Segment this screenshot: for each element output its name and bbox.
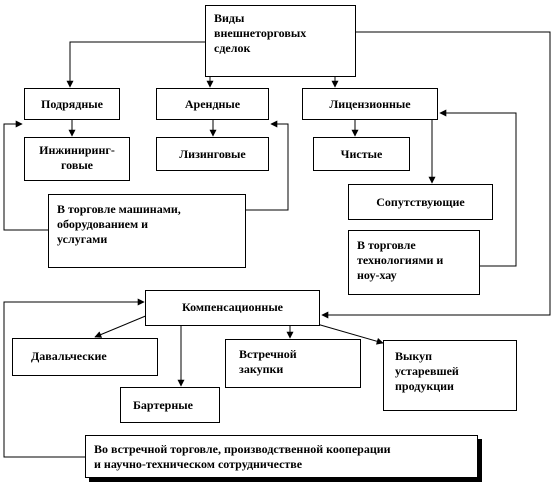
node-arendnye: Арендные	[156, 88, 269, 120]
edge-vo-vstrechnoy-kompensacionnye	[3, 298, 145, 458]
node-podryadnye: Подрядные	[24, 88, 120, 120]
edge-torgovle-tekhnologiyami-licenzionnye	[439, 109, 517, 267]
node-soputstvuyushchie: Сопутствующие	[348, 184, 493, 220]
edge-kompensacionnye-vykup	[309, 321, 384, 345]
node-torgovle-tekhnologiyami: В торговле технологиями и ноу-хау	[348, 230, 480, 295]
node-barternye: Бартерные	[120, 387, 220, 423]
node-chistye: Чистые	[313, 137, 410, 171]
node-vykup: Выкуп устаревшей продукции	[383, 340, 517, 411]
node-davalcheskie: Давальческие	[12, 338, 158, 376]
edge-kompensacionnye-davalcheskie	[94, 314, 149, 338]
edge-root-kompensacionnye	[321, 31, 551, 319]
node-root: Виды внешнеторговых сделок	[205, 5, 356, 77]
edge-torgovle-mashinami-arendnye	[246, 120, 289, 211]
node-torgovle-mashinami: В торговле машинами, оборудованием и усл…	[48, 194, 246, 268]
edge-torgovle-mashinami-podryadnye	[3, 120, 48, 231]
node-vstrechnoy-zakupki: Встречной закупки	[225, 339, 361, 388]
node-inzhiniring: Инжиниринг- говые	[24, 137, 130, 181]
node-licenzionnye: Лицензионные	[302, 88, 438, 120]
node-vo-vstrechnoy: Во встречной торговле, производственной …	[85, 435, 478, 478]
edge-root-podryadnye	[66, 41, 205, 88]
node-lizingovye: Лизинговые	[156, 137, 269, 171]
node-kompensacionnye: Компенсационные	[145, 290, 320, 326]
